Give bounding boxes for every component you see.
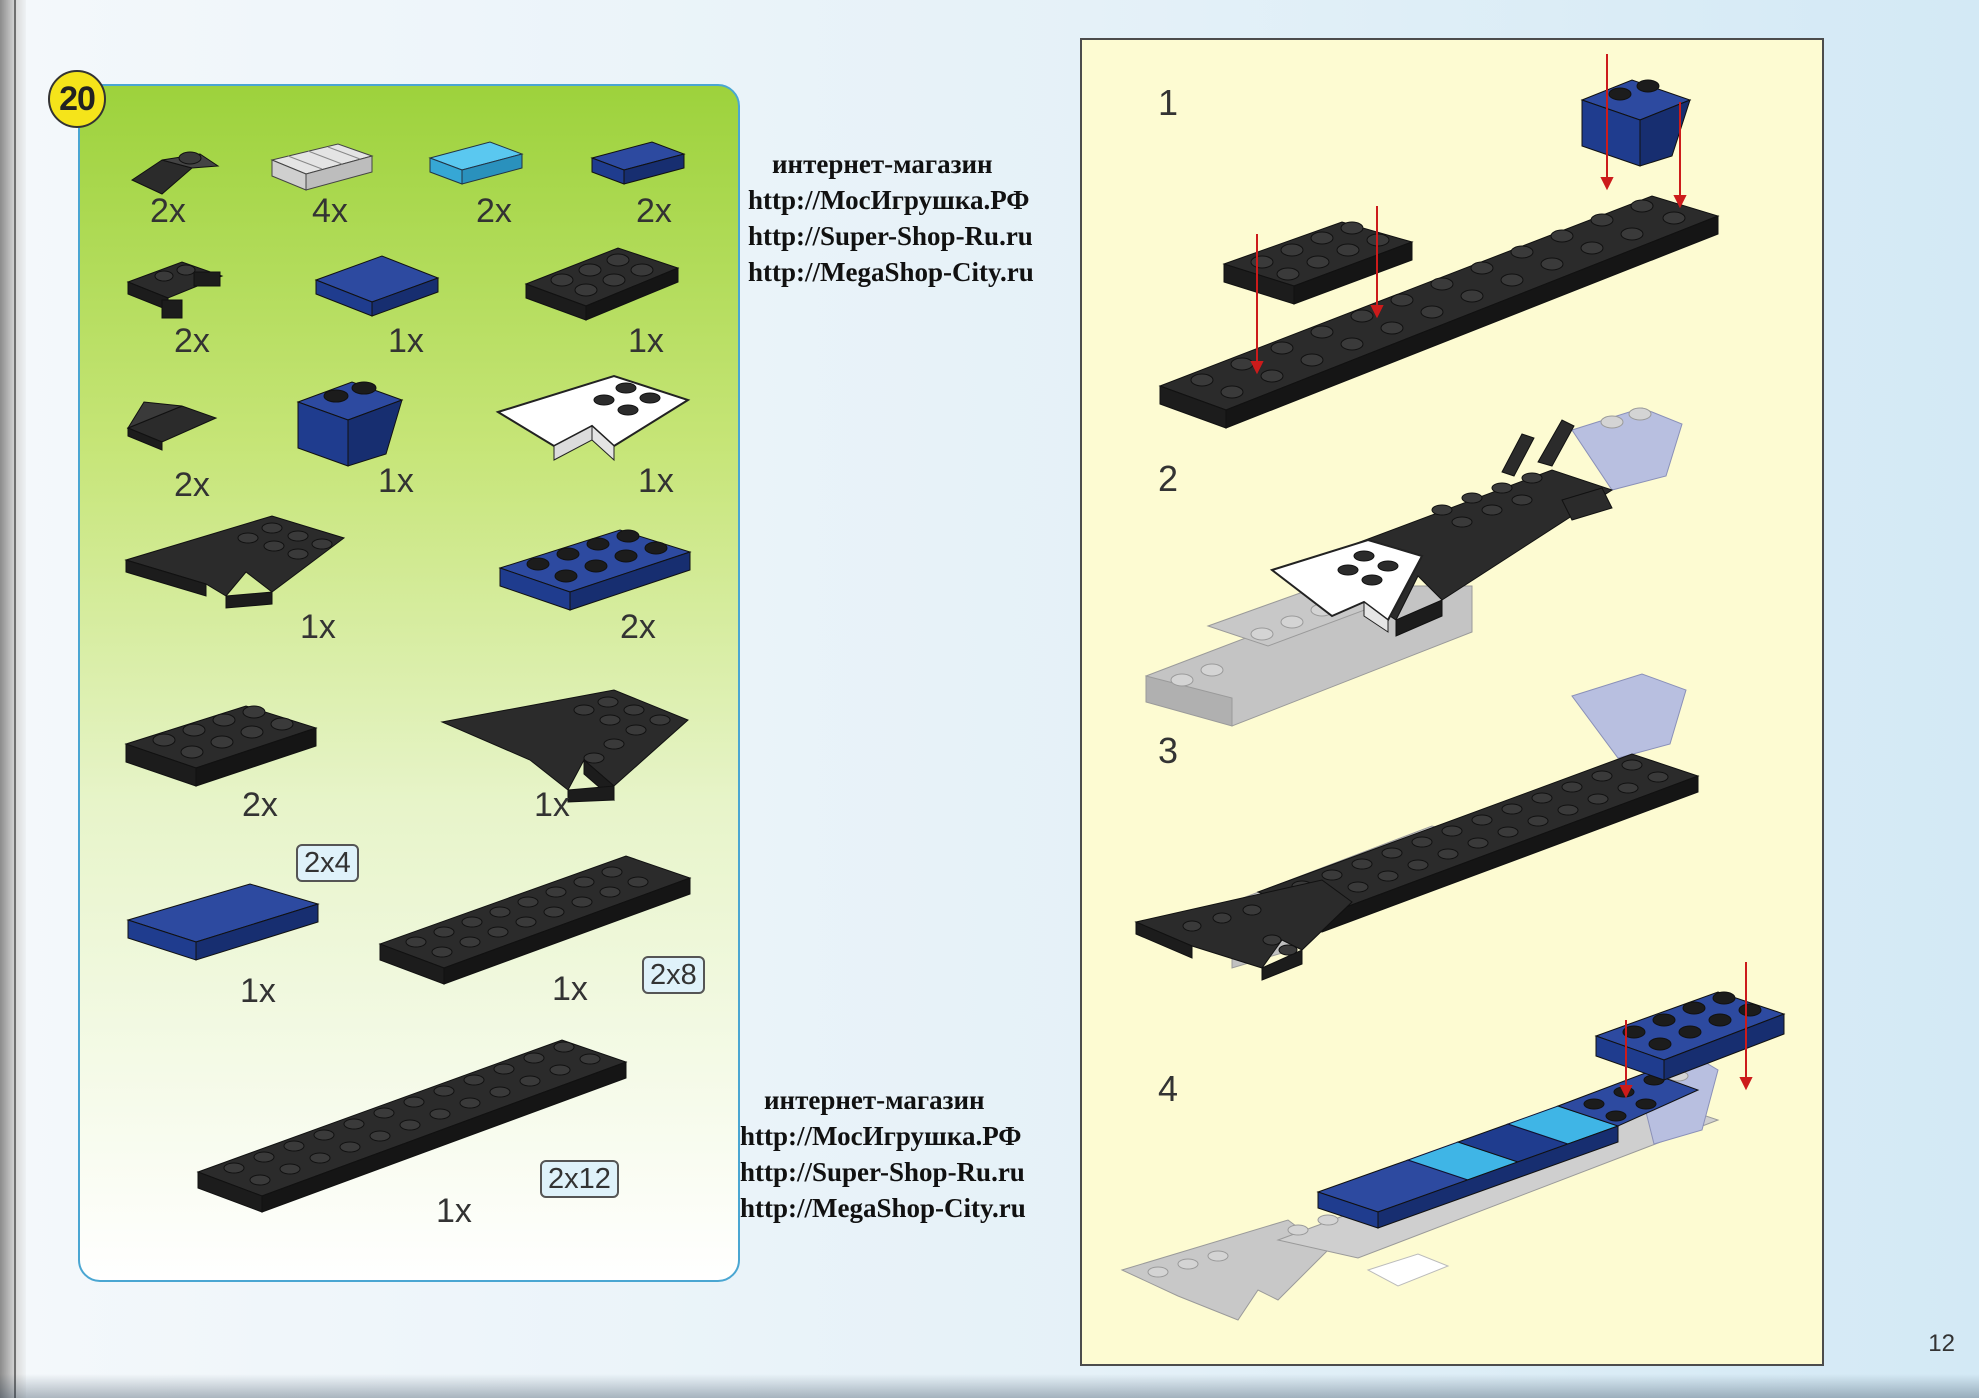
instruction-panel: 1 2 3 4 (1080, 38, 1824, 1366)
part-qty: 2x (636, 192, 672, 230)
part-qty: 1x (534, 786, 570, 824)
black-plate-2x12-icon (196, 1039, 628, 1213)
placement-arrows (1619, 962, 1753, 1099)
step-4-assembly (1120, 962, 1786, 1321)
shop-heading: интернет-магазин (764, 1085, 985, 1115)
shop-link[interactable]: http://Super-Shop-Ru.ru (740, 1157, 1025, 1187)
part-qty: 1x (378, 462, 414, 500)
step-3-assembly (1134, 673, 1700, 981)
part-size-tag: 2x12 (540, 1160, 619, 1198)
shop-block-top: интернет-магазин http://МосИгрушка.РФ ht… (748, 146, 1034, 290)
part-qty: 1x (638, 462, 674, 500)
part-qty: 2x (174, 466, 210, 504)
black-clip-plate-icon (126, 261, 224, 319)
black-wing-plate-large-icon (440, 689, 689, 803)
blue-plate-2x4-icon (498, 529, 692, 611)
spine-line (14, 0, 16, 1398)
black-plate-2x3-icon (524, 247, 680, 321)
part-qty: 1x (240, 972, 276, 1010)
light-gray-grille-tile-icon (270, 143, 374, 191)
step-2-assembly (1144, 407, 1683, 727)
step-number-badge: 20 (48, 70, 106, 128)
part-size-tag: 2x8 (642, 956, 705, 994)
part-qty: 2x (174, 322, 210, 360)
black-slope-icon (126, 401, 218, 451)
blue-tile-2x4-icon (126, 883, 320, 961)
shop-heading: интернет-магазин (772, 149, 993, 179)
part-qty: 1x (388, 322, 424, 360)
black-plate-2x4-icon (124, 705, 318, 787)
shop-block-bottom: интернет-магазин http://МосИгрушка.РФ ht… (740, 1082, 1026, 1226)
parts-panel: 2x 4x 2x 2x 2x 1x (78, 84, 740, 1282)
part-qty: 1x (436, 1192, 472, 1230)
part-qty: 4x (312, 192, 348, 230)
page-bottom-shadow (0, 1374, 1979, 1398)
step-label: 1 (1158, 82, 1179, 123)
part-qty: 2x (620, 608, 656, 646)
black-wing-plate-small-icon (124, 515, 346, 609)
step-label: 4 (1158, 1068, 1179, 1109)
page-spine (0, 0, 26, 1398)
blue-square-tile-icon (314, 255, 440, 317)
blue-inverted-slope-icon (296, 381, 404, 467)
step-label: 3 (1158, 730, 1179, 771)
shop-link[interactable]: http://МосИгрушка.РФ (748, 185, 1030, 215)
page-number: 12 (1928, 1330, 1955, 1357)
part-qty: 1x (300, 608, 336, 646)
shop-link[interactable]: http://МосИгрушка.РФ (740, 1121, 1022, 1151)
black-plate-2x8-icon (378, 855, 692, 985)
part-size-tag: 2x4 (296, 844, 359, 882)
part-qty: 2x (242, 786, 278, 824)
part-qty: 2x (476, 192, 512, 230)
blue-tile-icon (590, 141, 686, 185)
black-tooth-piece-icon (130, 151, 220, 195)
shop-link[interactable]: http://MegaShop-City.ru (740, 1193, 1026, 1223)
light-blue-tile-icon (428, 141, 524, 185)
part-qty: 1x (628, 322, 664, 360)
shop-link[interactable]: http://MegaShop-City.ru (748, 257, 1034, 287)
part-qty: 1x (552, 970, 588, 1008)
part-qty: 2x (150, 192, 186, 230)
placement-arrows (1250, 54, 1687, 375)
white-wedge-plate-icon (495, 374, 691, 462)
step-label: 2 (1158, 458, 1179, 499)
step-1-assembly (1158, 54, 1720, 429)
shop-link[interactable]: http://Super-Shop-Ru.ru (748, 221, 1033, 251)
